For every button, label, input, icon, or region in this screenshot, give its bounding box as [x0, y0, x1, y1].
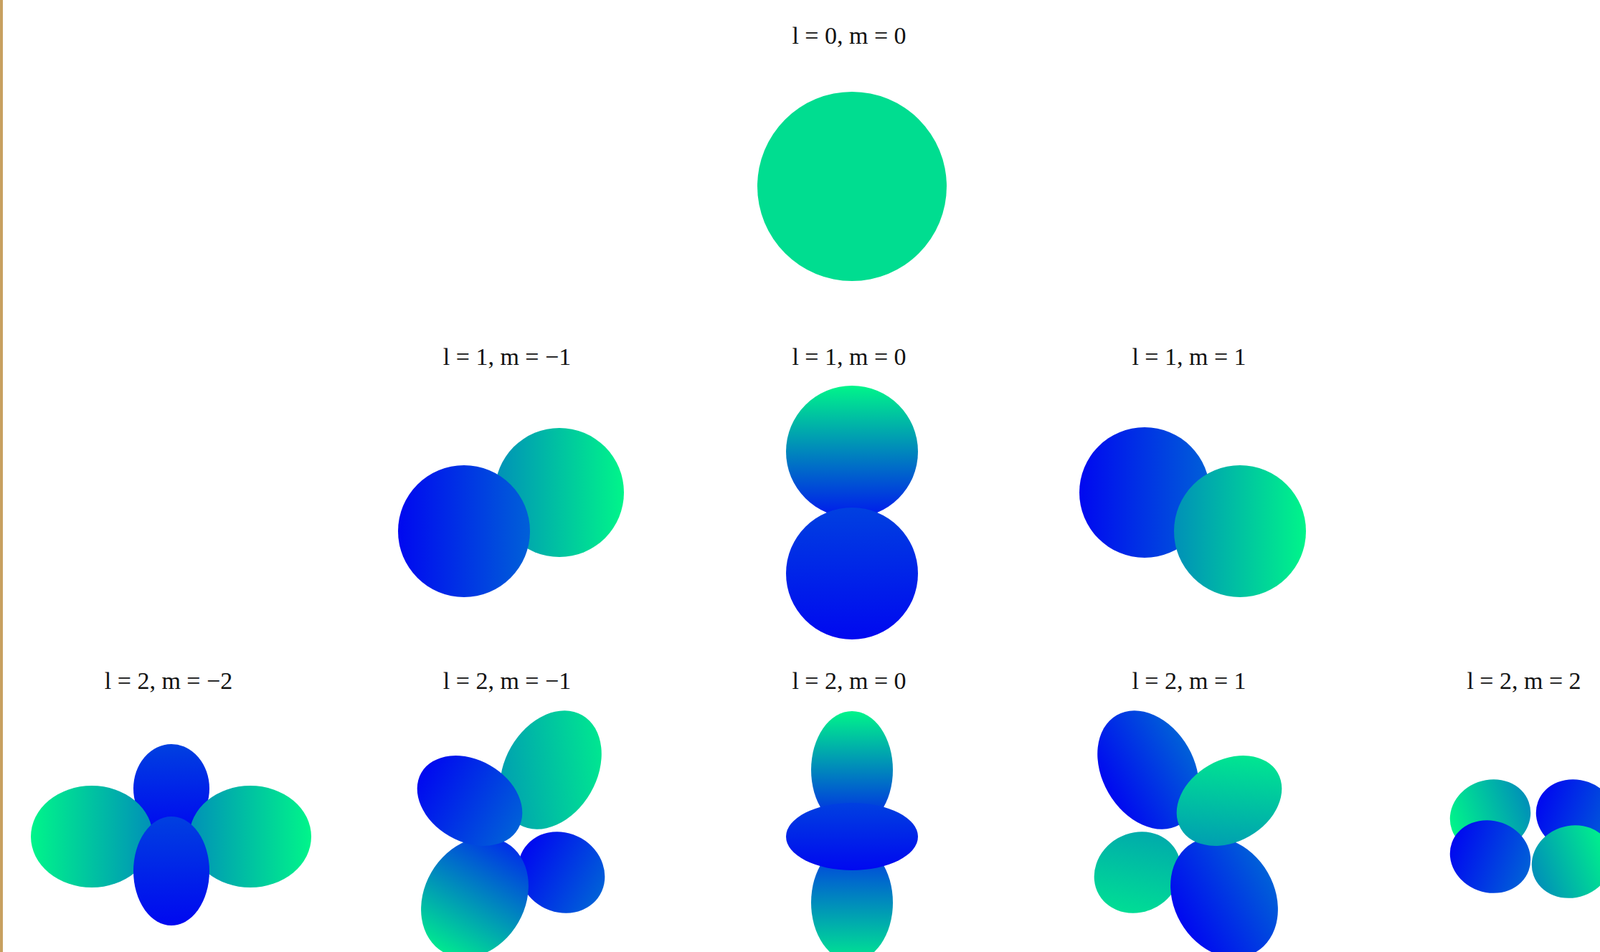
harmonic-label: l = 1, m = −1: [443, 343, 571, 371]
harmonic-label: l = 2, m = 0: [791, 667, 906, 695]
harmonic-label: l = 0, m = 0: [791, 22, 906, 50]
harmonic-label: l = 2, m = 1: [1131, 667, 1246, 695]
harmonic-label: l = 2, m = −1: [443, 667, 571, 695]
harmonic-label: l = 1, m = 1: [1131, 343, 1246, 371]
harmonic-label: l = 2, m = 2: [1466, 667, 1581, 695]
harmonic-label: l = 1, m = 0: [791, 343, 906, 371]
harmonic-label: l = 2, m = −2: [104, 667, 233, 695]
